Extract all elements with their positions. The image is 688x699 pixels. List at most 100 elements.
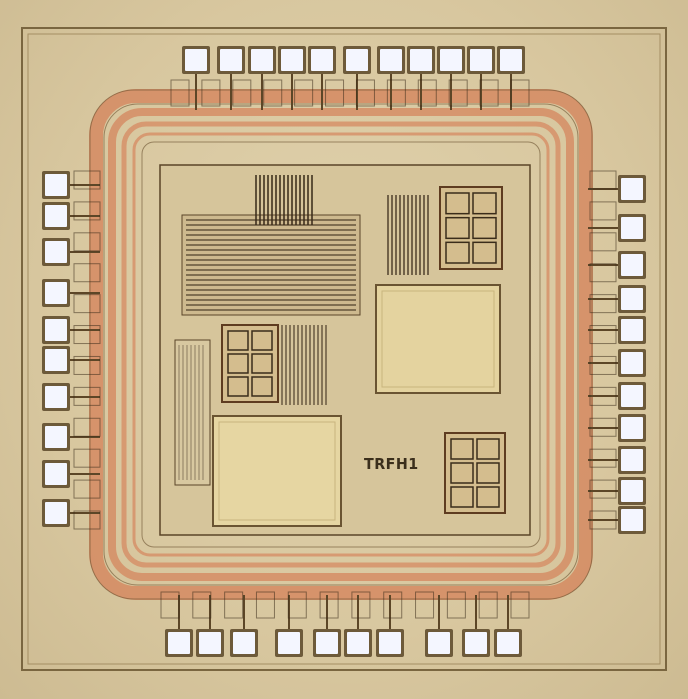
io-cell [73,325,101,345]
io-cell [73,294,101,314]
io-cell [589,294,617,314]
bond-pad-bottom [316,632,338,654]
transistor-cell [227,376,249,397]
transistor-cell [450,486,474,508]
bond-pad-right [621,480,643,502]
transistor-cell [476,486,500,508]
bond-pad-bottom [497,632,519,654]
bond-pad-top [380,49,402,71]
transistor-cell [445,241,470,264]
bond-pad-left [45,174,67,196]
io-cell [73,448,101,468]
io-cell [351,591,371,619]
transistor-array-bottom-right [444,432,506,514]
bond-pad-right [621,449,643,471]
transistor-cell [445,192,470,215]
bond-pad-right [621,417,643,439]
bond-pad-left [45,426,67,448]
io-cell [448,79,468,107]
io-cell [479,79,499,107]
seal-ring [21,27,667,671]
bond-pad-right [621,319,643,341]
io-cell [73,479,101,499]
inner-seal-ring [27,33,661,665]
io-cell [224,591,244,619]
transistor-cell [450,438,474,460]
io-cell [287,591,307,619]
transistor-cell [227,353,249,374]
io-cell [589,355,617,375]
bond-pad-right [621,178,643,200]
capacitor-block-right [375,284,501,394]
io-cell [73,386,101,406]
bond-pad-bottom [199,632,221,654]
io-cell [589,386,617,406]
io-cell [73,510,101,530]
io-cell [255,591,275,619]
bond-pad-top [281,49,303,71]
io-cell [589,232,617,252]
bond-pad-bottom [347,632,369,654]
power-bus-rings [89,89,593,600]
bond-pad-bottom [233,632,255,654]
io-cell [73,417,101,437]
bond-pad-left [45,502,67,524]
io-cell [73,170,101,190]
transistor-cell [472,192,497,215]
io-cell [510,79,530,107]
transistor-cell [476,438,500,460]
io-cell [232,79,252,107]
transistor-cell [472,216,497,240]
io-cell [510,591,530,619]
transistor-array-center [221,324,279,403]
die-label-text: TRFH1 [364,455,419,473]
resistor-strip [174,339,211,486]
io-cell [192,591,212,619]
io-cell [386,79,406,107]
io-cell [417,79,437,107]
transistor-cell [251,353,273,374]
bond-pad-right [621,217,643,239]
io-cell [73,355,101,375]
bond-pad-top [220,49,242,71]
bond-pad-right [621,385,643,407]
transistor-cell [251,376,273,397]
io-cell [589,510,617,530]
bond-pad-left [45,386,67,408]
io-cell [589,417,617,437]
io-cell [589,479,617,499]
bond-pad-top [311,49,333,71]
bond-pad-left [45,241,67,263]
io-cell [170,79,190,107]
bond-pad-left [45,349,67,371]
io-cell [383,591,403,619]
io-cell [73,232,101,252]
bond-pad-top [500,49,522,71]
bond-pad-right [621,254,643,276]
io-cell [589,201,617,221]
bond-pad-top [470,49,492,71]
bond-pad-right [621,352,643,374]
bond-pad-bottom [278,632,300,654]
bond-pad-right [621,509,643,531]
bond-pad-top [440,49,462,71]
bond-pad-bottom [428,632,450,654]
bond-pad-layer [42,46,646,657]
transistor-cell [472,241,497,264]
bond-pad-top [346,49,368,71]
io-cell [73,263,101,283]
bond-pad-top [185,49,207,71]
io-cell [263,79,283,107]
io-cell [319,591,339,619]
bond-pad-left [45,319,67,341]
bond-pad-right [621,288,643,310]
io-cell [73,201,101,221]
io-cell [446,591,466,619]
bond-pad-top [410,49,432,71]
bond-pad-left [45,463,67,485]
capacitor-block-left [212,415,342,527]
bond-pad-top [251,49,273,71]
transistor-cell [251,330,273,351]
